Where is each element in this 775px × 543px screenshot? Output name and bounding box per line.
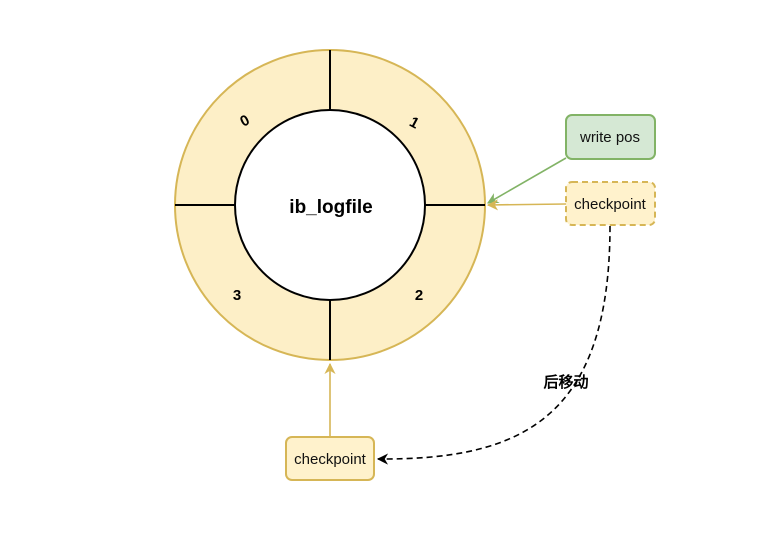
write-pos-box xyxy=(565,114,656,160)
checkpoint-right-box xyxy=(565,181,656,226)
segment-label-3: 3 xyxy=(233,287,241,304)
write-pos-label: write pos xyxy=(579,129,640,146)
checkpoint-right-label: checkpoint xyxy=(574,196,647,213)
center-label: ib_logfile xyxy=(289,197,372,218)
move-label: 后移动 xyxy=(543,373,588,391)
segment-label-2: 2 xyxy=(415,287,423,304)
write-pos-arrow xyxy=(487,157,567,204)
inner-circle xyxy=(234,109,426,301)
checkpoint-move-arrow xyxy=(376,225,611,465)
checkpoint-bottom-label: checkpoint xyxy=(294,451,367,468)
checkpoint-right-arrow xyxy=(486,199,567,211)
